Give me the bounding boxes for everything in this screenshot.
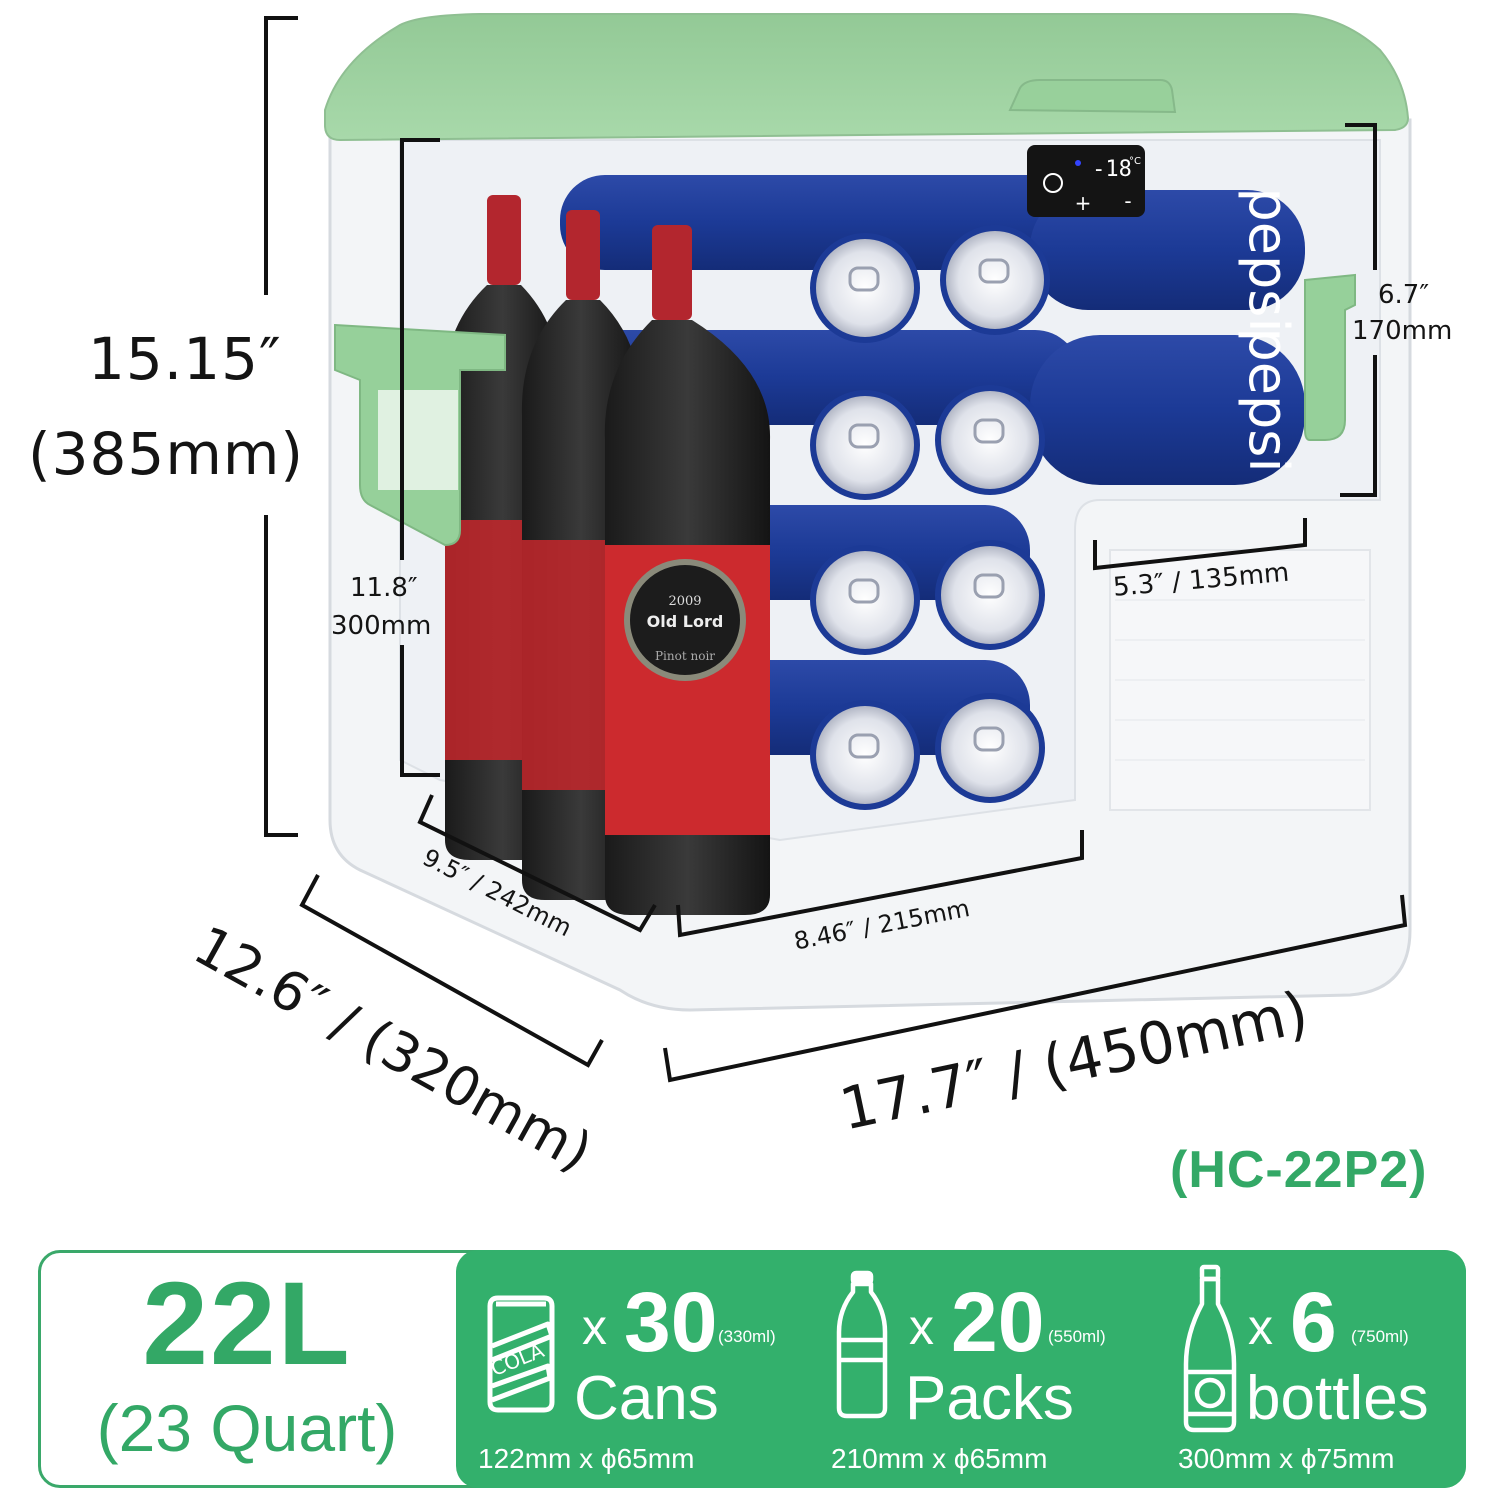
cola-can-icon: COLA xyxy=(487,1295,555,1413)
bottles-size: 300mm x ϕ75mm xyxy=(1178,1443,1395,1474)
inner-height-inches-label: 11.8″ xyxy=(350,573,418,603)
capacity-item-bottles: x 6 (750ml) bottles 300mm x ϕ75mm xyxy=(1146,1250,1466,1488)
lid xyxy=(324,13,1410,142)
step-height-inches-label: 6.7″ xyxy=(1378,280,1430,310)
capacity-item-cans: COLA x 30 (330ml) Cans 122mm x ϕ65mm xyxy=(478,1275,776,1474)
bottles-volume: (750ml) xyxy=(1351,1327,1409,1346)
lid-handle xyxy=(1008,79,1177,114)
capacity-item-packs: x 20 (550ml) Packs 210mm x ϕ65mm xyxy=(801,1250,1146,1488)
control-panel: -18 °C + - xyxy=(1027,145,1145,217)
svg-text:pepsi: pepsi xyxy=(1237,188,1300,333)
wine-bottles: 2009 Old Lord Pinot noir xyxy=(444,195,771,915)
cans-size: 122mm x ϕ65mm xyxy=(478,1443,695,1474)
svg-text:Old Lord: Old Lord xyxy=(647,612,724,631)
step-height-mm-label: 170mm xyxy=(1352,316,1453,346)
height-inches-label: 15.15″ xyxy=(88,325,282,393)
wine-bottle-icon xyxy=(1183,1264,1237,1433)
packs-label: Packs xyxy=(905,1364,1074,1433)
cans-quantity: 30 xyxy=(624,1275,718,1369)
inner-height-mm-label: 300mm xyxy=(331,611,432,641)
svg-text:-: - xyxy=(1124,189,1131,213)
volume-block: 22L (23 Quart) xyxy=(38,1250,456,1488)
packs-volume: (550ml) xyxy=(1048,1327,1106,1346)
left-handle xyxy=(334,323,506,547)
packs-quantity: 20 xyxy=(951,1275,1045,1369)
svg-text:Pinot noir: Pinot noir xyxy=(655,649,715,663)
capacity-items: COLA x 30 (330ml) Cans 122mm x ϕ65mm x 2… xyxy=(456,1250,1466,1488)
svg-text:pepsi: pepsi xyxy=(1237,328,1300,473)
volume-quarts: (23 Quart) xyxy=(96,1391,398,1465)
capacity-panel: 22L (23 Quart) COLA x 30 (330ml) Cans 12… xyxy=(38,1250,1466,1488)
bottles-quantity: 6 xyxy=(1290,1275,1337,1369)
cooler-drawing: pepsi pepsi xyxy=(264,13,1412,1083)
height-mm-label: (385mm) xyxy=(28,420,304,488)
volume-liters: 22L xyxy=(142,1258,352,1390)
svg-text:+: + xyxy=(1075,191,1092,215)
bottles-label: bottles xyxy=(1246,1364,1429,1433)
right-handle xyxy=(1304,273,1356,441)
model-number: (HC-22P2) xyxy=(1170,1141,1428,1199)
packs-size: 210mm x ϕ65mm xyxy=(831,1443,1048,1474)
svg-text:2009: 2009 xyxy=(668,594,701,609)
water-bottle-icon xyxy=(836,1270,888,1419)
svg-text:°C: °C xyxy=(1129,156,1141,167)
svg-text:-18: -18 xyxy=(1092,157,1132,182)
product-illustration: pepsi pepsi xyxy=(28,13,1453,1184)
cans-label: Cans xyxy=(574,1364,719,1433)
cans-volume: (330ml) xyxy=(718,1327,776,1346)
